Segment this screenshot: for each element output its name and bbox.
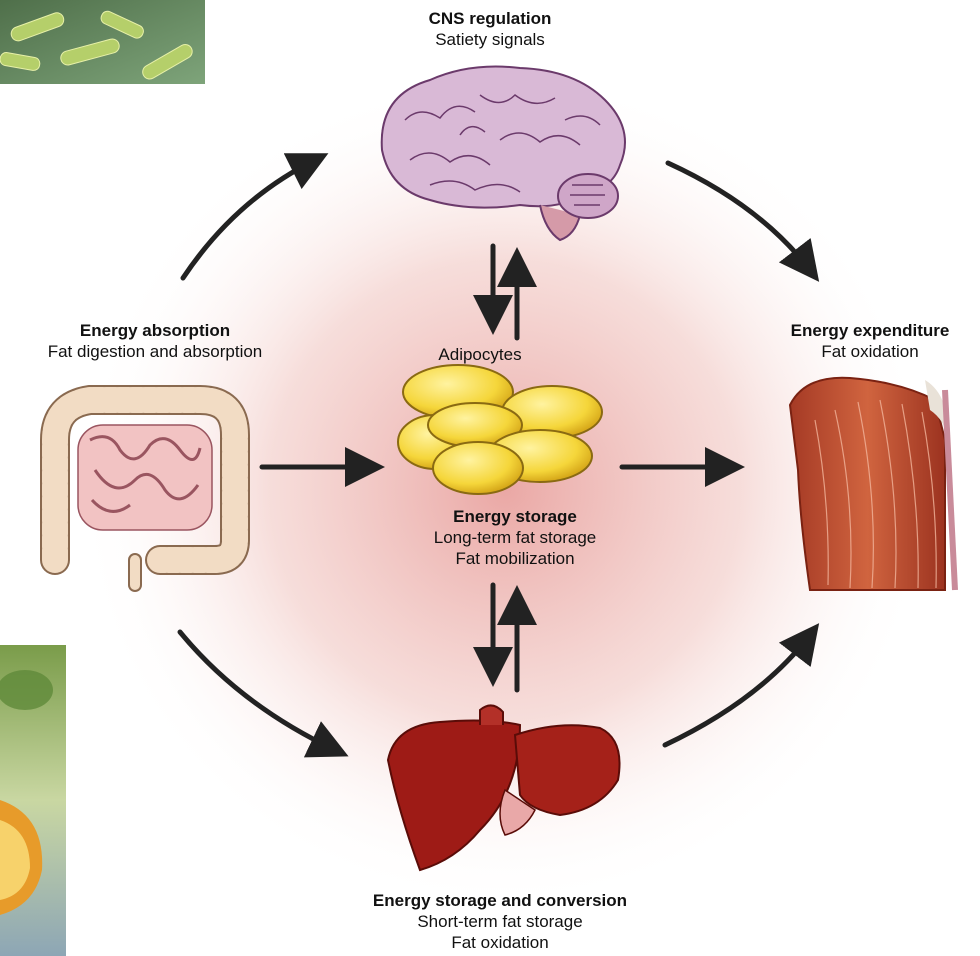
storage-line-1: Long-term fat storage <box>390 527 640 548</box>
energy-storage-label: Energy storage Long-term fat storage Fat… <box>390 506 640 569</box>
absorption-title: Energy absorption <box>0 320 310 341</box>
expenditure-subtitle: Fat oxidation <box>760 341 980 362</box>
liver-line-2: Fat oxidation <box>300 932 700 953</box>
cns-regulation-label: CNS regulation Satiety signals <box>390 8 590 50</box>
muscle-illustration <box>790 378 955 590</box>
liver-line-1: Short-term fat storage <box>300 911 700 932</box>
orange-photo <box>0 645 66 956</box>
cns-subtitle: Satiety signals <box>390 29 590 50</box>
cns-title: CNS regulation <box>390 8 590 29</box>
bacteria-photo <box>0 0 205 84</box>
absorption-subtitle: Fat digestion and absorption <box>0 341 310 362</box>
adipocytes-text: Adipocytes <box>380 344 580 365</box>
expenditure-title: Energy expenditure <box>760 320 980 341</box>
liver-title: Energy storage and conversion <box>300 890 700 911</box>
liver-storage-conversion-label: Energy storage and conversion Short-term… <box>300 890 700 953</box>
energy-absorption-label: Energy absorption Fat digestion and abso… <box>0 320 310 362</box>
energy-expenditure-label: Energy expenditure Fat oxidation <box>760 320 980 362</box>
storage-line-2: Fat mobilization <box>390 548 640 569</box>
adipocytes-label: Adipocytes <box>380 344 580 365</box>
storage-title: Energy storage <box>390 506 640 527</box>
